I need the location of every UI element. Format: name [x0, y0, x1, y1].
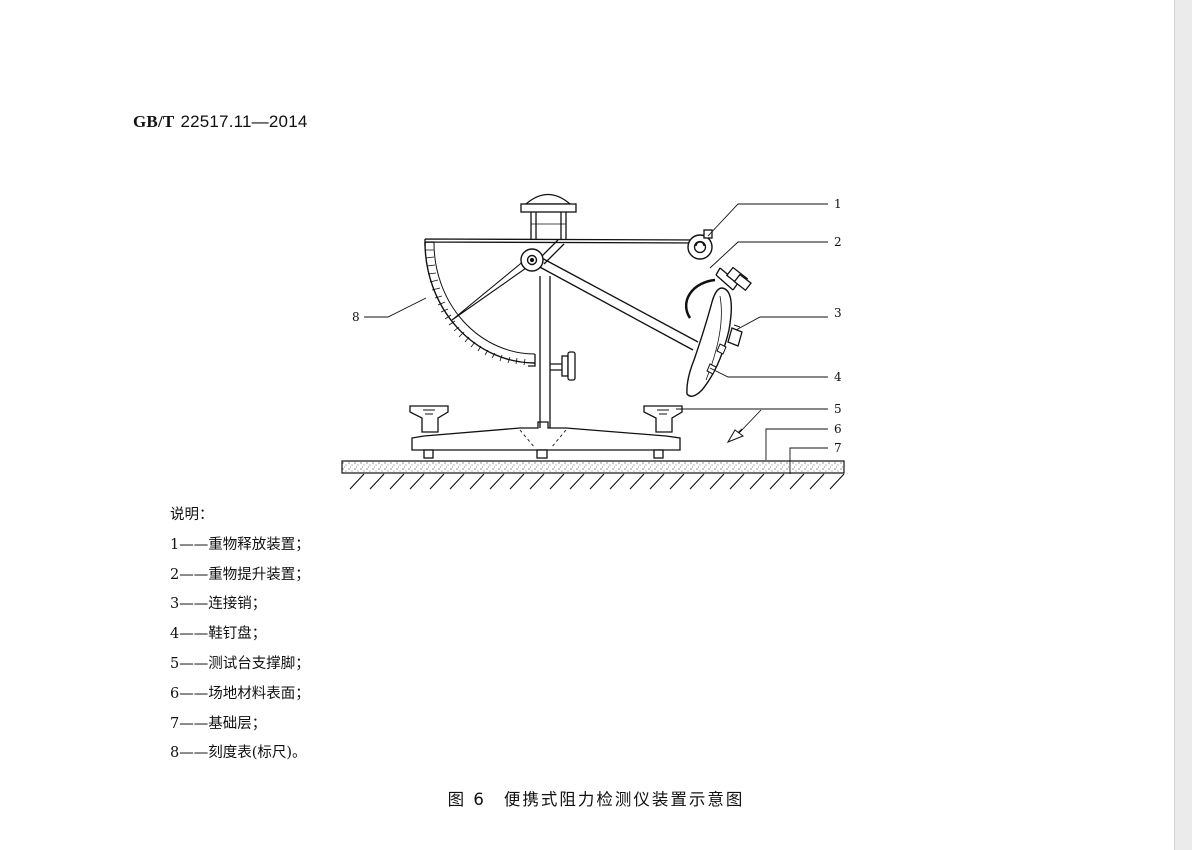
scale-ticks	[425, 249, 526, 366]
legend-item-text: 连接销；	[208, 596, 267, 613]
legend-item-dash: ——	[179, 536, 209, 553]
legend-item-number: 1	[170, 536, 180, 553]
legend-item: 6——场地材料表面；	[170, 682, 310, 712]
legend-item-dash: ——	[179, 596, 209, 613]
legend-item-dash: ——	[179, 745, 209, 762]
legend-item-number: 3	[170, 596, 180, 613]
callout-2: 2	[834, 235, 842, 249]
legend-item-text: 场地材料表面；	[208, 685, 310, 702]
legend-item-text: 测试台支撑脚；	[208, 655, 310, 672]
legend-item: 1——重物释放装置；	[170, 533, 310, 563]
legend: 说明： 1——重物释放装置； 2——重物提升装置； 3——连接销； 4——鞋钉盘…	[170, 503, 310, 771]
legend-item: 8——刻度表(标尺)。	[170, 741, 310, 771]
legend-item-text: 刻度表(标尺)。	[208, 745, 307, 762]
support-foot-left	[409, 405, 449, 433]
legend-item-dash: ——	[179, 685, 209, 702]
apparatus-drawing: 1 2 3 4 5 6 7 8	[341, 193, 845, 490]
base-layer-hatch	[349, 473, 845, 490]
figure-caption: 图 6 便携式阻力检测仪装置示意图	[0, 786, 1192, 810]
callout-4: 4	[834, 370, 842, 384]
legend-item: 3——连接销；	[170, 592, 310, 622]
apparatus-figure: 1 2 3 4 5 6 7 8	[330, 180, 860, 500]
figure-title: 便携式阻力检测仪装置示意图	[503, 790, 745, 809]
callout-8: 8	[352, 310, 360, 324]
callout-6: 6	[834, 422, 842, 436]
legend-item-number: 2	[170, 566, 180, 583]
legend-item-dash: ——	[179, 715, 209, 732]
lifting-device	[684, 278, 716, 319]
base-frame	[411, 421, 681, 451]
legend-item-text: 重物释放装置；	[208, 536, 310, 553]
legend-item: 7——基础层；	[170, 712, 310, 742]
legend-item: 2——重物提升装置；	[170, 563, 310, 593]
legend-item-text: 重物提升装置；	[208, 566, 310, 583]
pointer-needle	[451, 259, 530, 321]
callout-3: 3	[834, 306, 842, 320]
legend-item-dash: ——	[179, 626, 209, 643]
legend-item-text: 基础层；	[208, 715, 267, 732]
leader-lines	[364, 203, 828, 474]
legend-item: 5——测试台支撑脚；	[170, 652, 310, 682]
page-edge	[1174, 0, 1192, 850]
callout-5: 5	[834, 402, 842, 416]
legend-item-number: 5	[170, 655, 180, 672]
standard-number: GB/T 22517.11—2014	[133, 112, 308, 132]
scale-arc	[424, 241, 536, 364]
legend-title: 说明：	[170, 507, 214, 523]
top-knob	[524, 193, 572, 205]
legend-item-number: 8	[170, 745, 180, 762]
figure-number: 图 6	[447, 790, 486, 809]
legend-item-number: 4	[170, 626, 180, 643]
standard-code: 22517.11—2014	[180, 112, 308, 131]
legend-item-dash: ——	[179, 655, 209, 672]
support-foot-right	[643, 405, 683, 433]
shoe-stud-plate	[686, 287, 732, 397]
legend-item-number: 6	[170, 685, 180, 702]
callout-7: 7	[834, 441, 842, 455]
motion-arrow	[739, 409, 762, 433]
legend-item: 4——鞋钉盘；	[170, 622, 310, 652]
legend-item-number: 7	[170, 715, 180, 732]
legend-item-dash: ——	[179, 566, 209, 583]
standard-prefix: GB/T	[133, 112, 175, 131]
field-surface	[341, 460, 845, 474]
pendulum-arm	[535, 255, 699, 351]
legend-item-text: 鞋钉盘；	[208, 626, 267, 643]
connecting-pin	[727, 327, 743, 347]
support-column	[539, 276, 551, 428]
callout-1: 1	[834, 197, 842, 211]
